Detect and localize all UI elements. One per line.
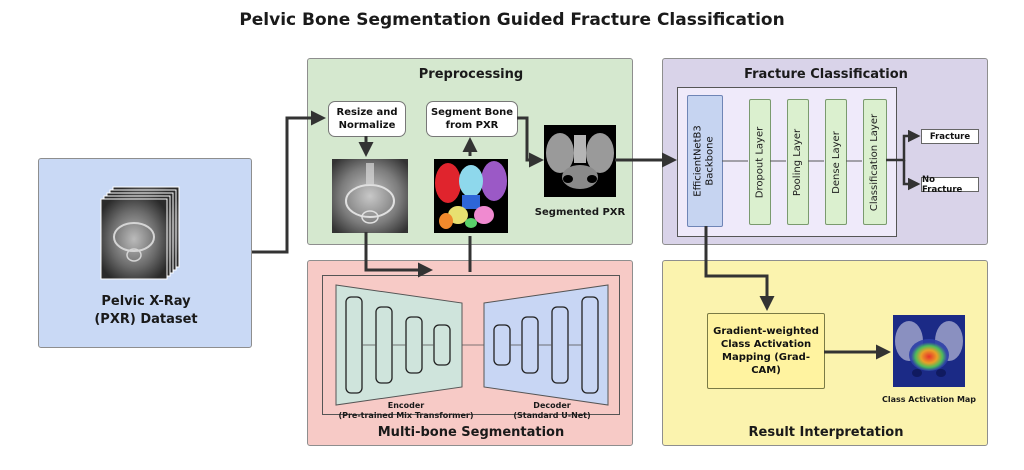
segmentation-inner-frame bbox=[322, 275, 620, 415]
fracture-output-box: Fracture bbox=[921, 129, 979, 144]
classification-title: Fracture Classification bbox=[744, 67, 908, 82]
no-fracture-output-box: No Fracture bbox=[921, 175, 979, 195]
classification-panel: Fracture Classification EfficientNetB3 B… bbox=[662, 58, 988, 245]
preprocessing-title: Preprocessing bbox=[418, 67, 524, 82]
encoder-sub-label: (Pre-trained Mix Transformer) bbox=[338, 411, 474, 420]
arrow-segment-to-segmented bbox=[517, 116, 544, 168]
arrow-dataset-to-resize bbox=[252, 110, 326, 254]
dense-layer-box: Dense Layer bbox=[825, 99, 847, 225]
segmentation-title: Multi-bone Segmentation bbox=[377, 425, 565, 440]
arrow-to-fracture bbox=[886, 129, 921, 162]
class-activation-map-image bbox=[893, 315, 965, 387]
backbone-box: EfficientNetB3 Backbone bbox=[687, 95, 723, 227]
encoder-decoder-diagram bbox=[335, 284, 609, 406]
arrow-to-no-fracture bbox=[902, 160, 921, 191]
dataset-label: Pelvic X-Ray (PXR) Dataset bbox=[94, 294, 198, 327]
xray-stack-icon bbox=[100, 186, 180, 280]
decoder-sub-label: (Standard U-Net) bbox=[513, 411, 591, 420]
segmentation-mask-image bbox=[434, 159, 508, 233]
preprocessing-panel: Preprocessing Resize and Normalize Segme… bbox=[307, 58, 633, 245]
segmented-pxr-image bbox=[544, 125, 616, 197]
resized-xray-image bbox=[332, 159, 408, 233]
arrow-image-to-encoder bbox=[364, 232, 433, 278]
gradcam-box: Gradient-weighted Class Activation Mappi… bbox=[707, 313, 825, 389]
interpretation-panel: Gradient-weighted Class Activation Mappi… bbox=[662, 260, 988, 446]
encoder-label: Encoder bbox=[387, 401, 425, 410]
cam-label: Class Activation Map bbox=[881, 395, 977, 404]
dataset-panel: Pelvic X-Ray (PXR) Dataset bbox=[38, 158, 252, 348]
diagram-title: Pelvic Bone Segmentation Guided Fracture… bbox=[239, 10, 785, 30]
decoder-label: Decoder bbox=[533, 401, 571, 410]
pooling-layer-box: Pooling Layer bbox=[787, 99, 809, 225]
segmented-pxr-label: Segmented PXR bbox=[534, 207, 626, 218]
segmentation-panel: Encoder (Pre-trained Mix Transformer) De… bbox=[307, 260, 633, 446]
interpretation-title: Result Interpretation bbox=[748, 425, 904, 440]
resize-normalize-box: Resize and Normalize bbox=[328, 101, 406, 137]
dropout-layer-box: Dropout Layer bbox=[749, 99, 771, 225]
segment-bone-box: Segment Bone from PXR bbox=[426, 101, 518, 137]
arrow-backbone-to-gradcam bbox=[704, 226, 775, 311]
classification-layer-box: Classification Layer bbox=[863, 99, 887, 225]
